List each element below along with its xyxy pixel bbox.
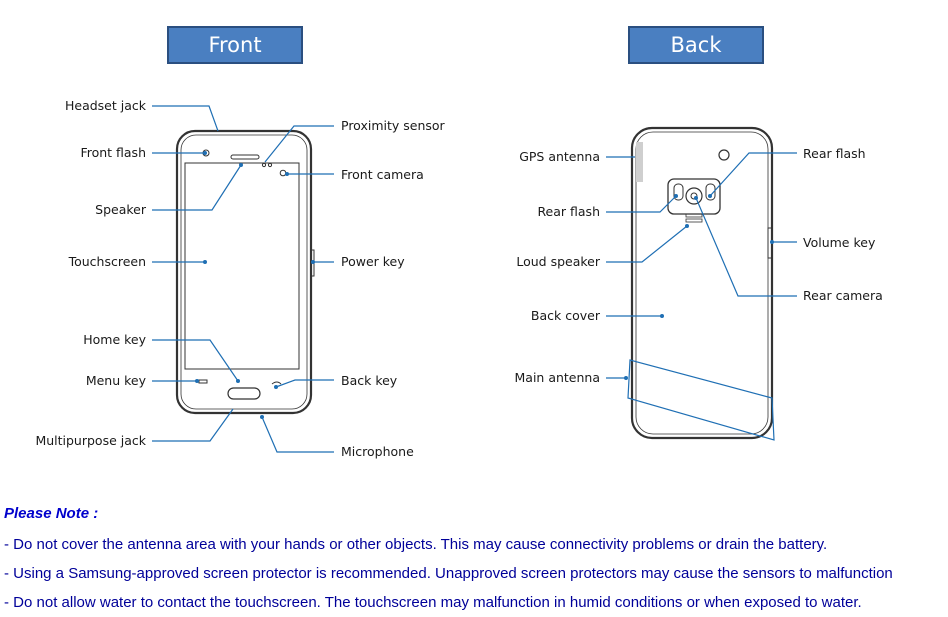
label-loud-speaker: Loud speaker xyxy=(516,254,601,269)
label-power-key: Power key xyxy=(341,254,405,269)
front-labels: Headset jack Front flash Speaker Touchsc… xyxy=(35,98,445,459)
label-proximity-sensor: Proximity sensor xyxy=(341,118,446,133)
phone-diagram: Headset jack Front flash Speaker Touchsc… xyxy=(35,98,883,459)
label-gps-antenna: GPS antenna xyxy=(519,149,600,164)
menu-key-shape xyxy=(198,379,208,384)
back-leader-lines xyxy=(606,152,797,441)
tab-front: Front xyxy=(167,26,303,64)
front-leader-lines xyxy=(152,105,334,453)
label-microphone: Microphone xyxy=(341,444,414,459)
label-main-antenna: Main antenna xyxy=(515,370,601,385)
label-back-cover: Back cover xyxy=(531,308,601,323)
back-labels: GPS antenna Rear flash Loud speaker Back… xyxy=(515,146,883,385)
label-rear-flash-right: Rear flash xyxy=(803,146,866,161)
front-camera-shape xyxy=(279,169,287,177)
label-rear-camera: Rear camera xyxy=(803,288,883,303)
label-front-flash: Front flash xyxy=(80,145,146,160)
note-line-antenna: - Do not cover the antenna area with you… xyxy=(4,536,828,553)
label-volume-key: Volume key xyxy=(803,235,876,250)
note-section: Please Note : - Do not cover the antenna… xyxy=(4,505,893,617)
label-headset-jack: Headset jack xyxy=(65,98,147,113)
tab-back: Back xyxy=(628,26,764,64)
note-title: Please Note : xyxy=(4,505,99,522)
back-key-shape xyxy=(271,381,282,385)
gps-antenna-area xyxy=(636,142,643,182)
note-line-water: - Do not allow water to contact the touc… xyxy=(4,594,862,611)
label-back-key: Back key xyxy=(341,373,398,388)
label-home-key: Home key xyxy=(83,332,146,347)
front-phone-illustration xyxy=(175,129,315,415)
label-front-camera: Front camera xyxy=(341,167,424,182)
label-menu-key: Menu key xyxy=(86,373,147,388)
label-rear-flash-left: Rear flash xyxy=(537,204,600,219)
label-speaker: Speaker xyxy=(95,202,147,217)
home-key-shape xyxy=(227,387,261,400)
label-multipurpose-jack: Multipurpose jack xyxy=(35,433,146,448)
label-touchscreen: Touchscreen xyxy=(68,254,146,269)
back-phone-illustration xyxy=(630,126,774,440)
speaker-grille xyxy=(230,154,260,160)
note-line-screen-protector: - Using a Samsung-approved screen protec… xyxy=(4,565,893,582)
